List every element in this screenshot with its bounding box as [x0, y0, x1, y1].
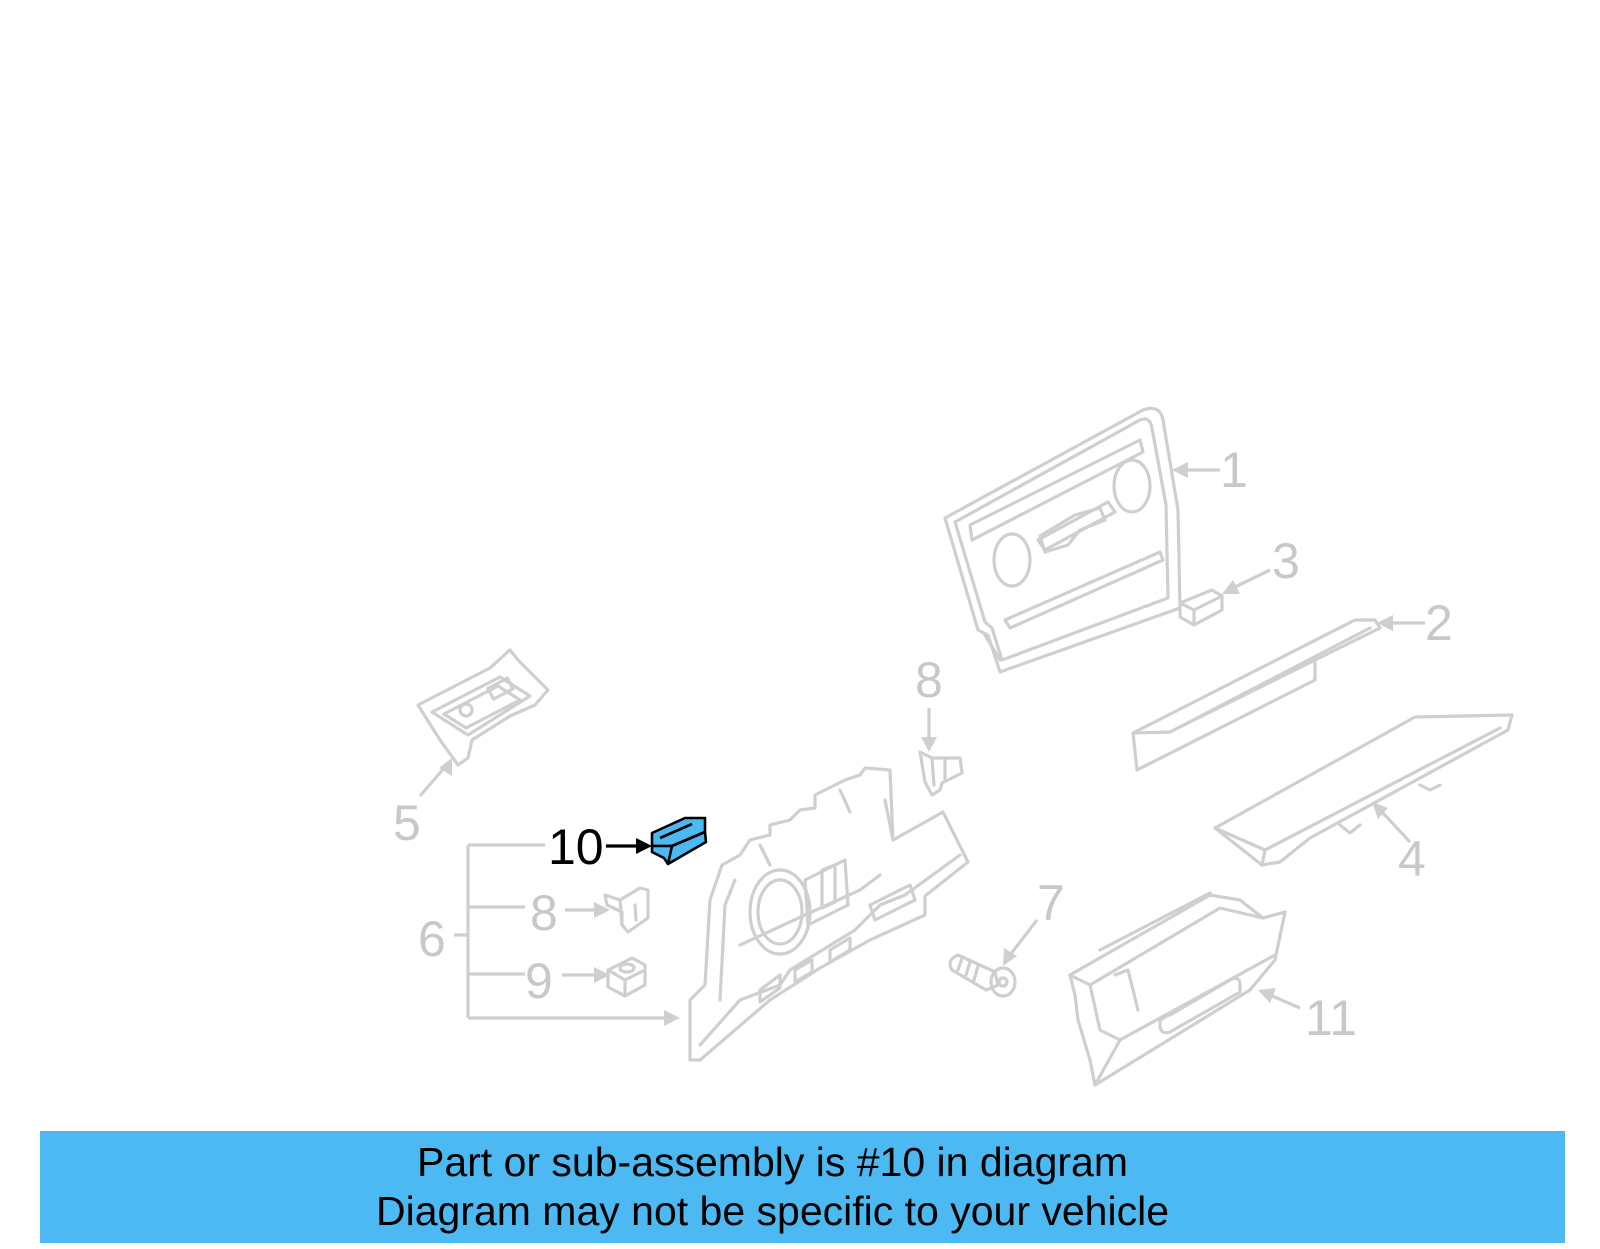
part-10-highlighted-bracket[interactable]: [650, 816, 708, 866]
callout-11[interactable]: 11: [1305, 990, 1357, 1046]
callout-9[interactable]: 9: [525, 953, 553, 1009]
callout-8-top-leader: [921, 708, 937, 752]
callout-10-leader: [606, 838, 652, 854]
callout-5[interactable]: 5: [393, 795, 421, 851]
callout-2[interactable]: 2: [1425, 595, 1453, 651]
part-1-control-bezel[interactable]: [943, 406, 1182, 674]
part-9-nut-clip[interactable]: [606, 956, 647, 998]
part-8-bracket-side[interactable]: [603, 886, 650, 934]
part-11-glovebox-door[interactable]: [1068, 891, 1287, 1087]
callout-8-side[interactable]: 8: [530, 885, 558, 941]
part-4-lower-tray[interactable]: [1213, 713, 1514, 867]
callout-4-leader: [1372, 802, 1412, 844]
callout-8-side-leader: [565, 902, 610, 918]
part-5-switch-panel[interactable]: [416, 648, 550, 767]
callout-1-leader: [1172, 462, 1220, 478]
callout-10[interactable]: 10: [548, 819, 604, 875]
part-8-bracket-top[interactable]: [918, 750, 964, 797]
callout-3[interactable]: 3: [1272, 533, 1300, 589]
part-6-glovebox-housing[interactable]: [688, 766, 970, 1062]
part-3-clip[interactable]: [1178, 588, 1224, 627]
banner-line-part-number: Part or sub-assembly is #10 in diagram: [417, 1139, 1128, 1185]
callout-6[interactable]: 6: [418, 911, 446, 967]
callout-2-leader: [1377, 615, 1425, 631]
info-banner: Part or sub-assembly is #10 in diagram D…: [40, 1131, 1565, 1243]
callout-3-leader: [1222, 568, 1271, 594]
callout-7-leader: [1003, 919, 1039, 966]
callout-8-top[interactable]: 8: [915, 652, 943, 708]
callout-5-leader: [418, 758, 452, 798]
banner-line-disclaimer: Diagram may not be specific to your vehi…: [375, 1188, 1169, 1234]
callout-1[interactable]: 1: [1220, 442, 1248, 498]
callout-7[interactable]: 7: [1037, 875, 1065, 931]
part-7-screw[interactable]: [948, 953, 1017, 998]
callout-11-leader: [1258, 988, 1301, 1010]
callout-6-bracket: [454, 843, 680, 1026]
part-2-trim-strip[interactable]: [1131, 618, 1382, 772]
callout-4[interactable]: 4: [1398, 831, 1426, 887]
callout-9-leader: [562, 967, 610, 983]
